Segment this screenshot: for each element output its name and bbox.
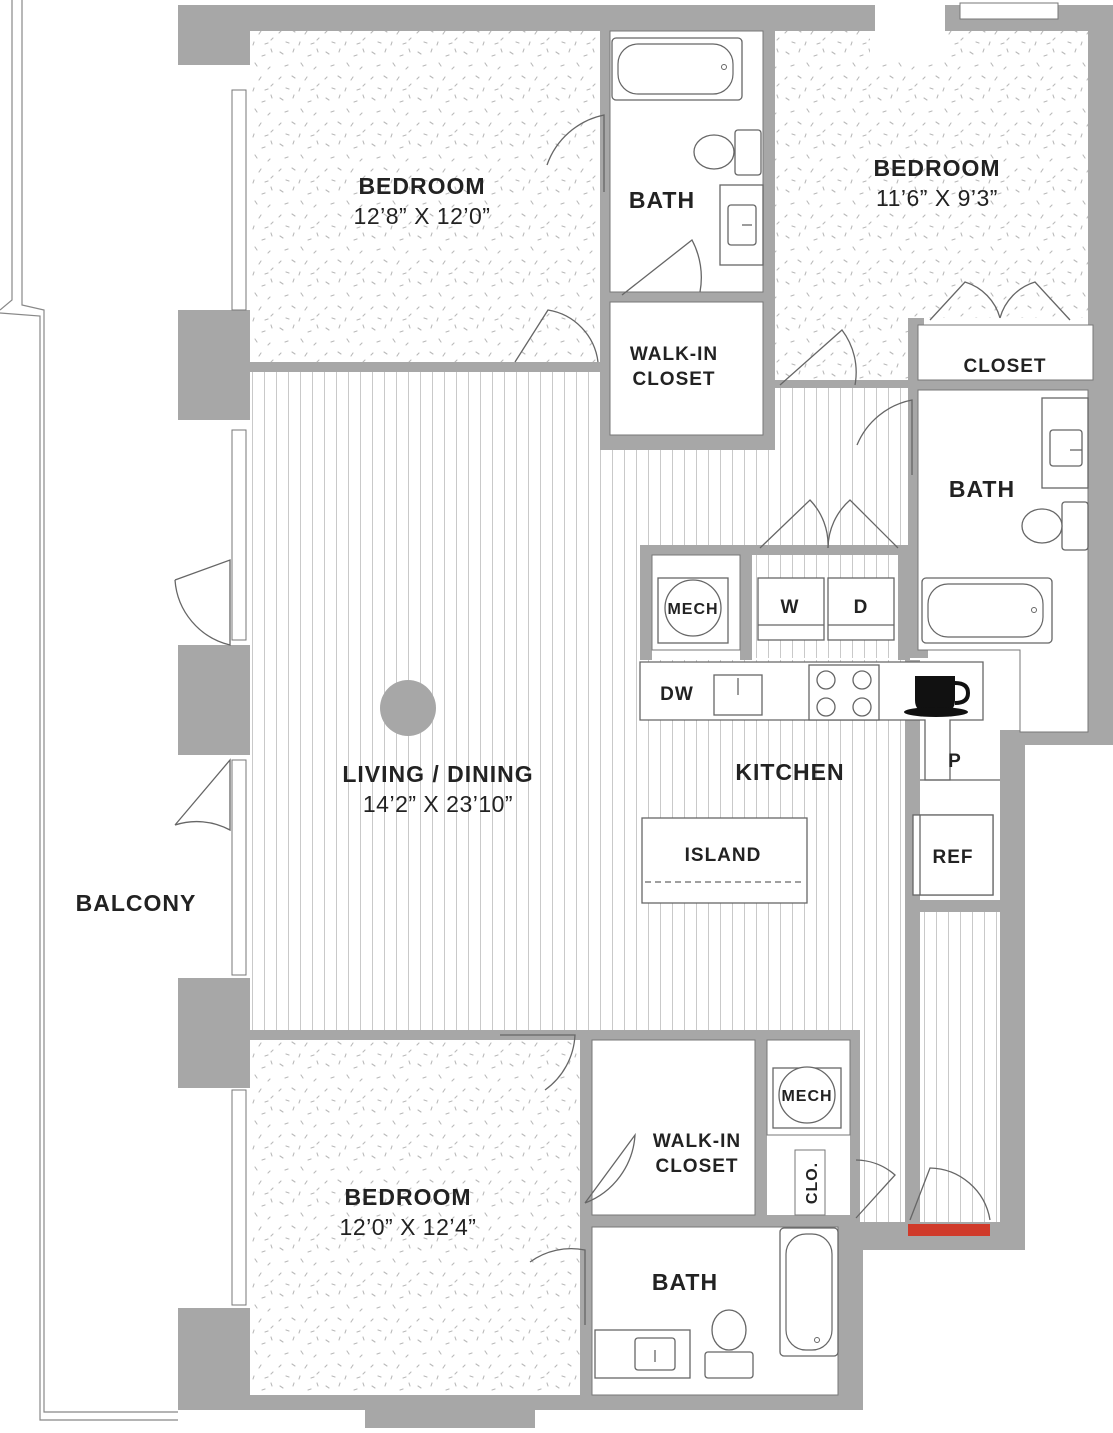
toilet-top — [693, 129, 762, 176]
clo-closet — [794, 1149, 826, 1216]
mech-top-label: MECH — [667, 601, 718, 618]
bath-right-label: BATH — [949, 476, 1015, 502]
bathtub-top — [611, 37, 743, 101]
windows — [231, 2, 1059, 1306]
washer-label: W — [781, 597, 800, 618]
sink-bottom — [594, 1329, 691, 1379]
closet-right-floor — [917, 324, 1094, 381]
bedroom-top-left-floor — [250, 31, 600, 362]
island-label: ISLAND — [685, 845, 762, 866]
bedroom-top-left-dims: 12’8” X 12’0” — [354, 203, 491, 229]
sink-top — [719, 184, 764, 266]
walkin-bottom-label-1: WALK-IN — [653, 1131, 741, 1152]
clo-label: CLO. — [804, 1162, 821, 1204]
closet-right-label: CLOSET — [963, 356, 1046, 377]
bathtub-right — [921, 577, 1053, 644]
entry-marker — [908, 1224, 990, 1236]
washer-dryer — [757, 577, 895, 641]
hall-floor — [920, 912, 1000, 1222]
sink-right — [1041, 397, 1089, 489]
bedroom-bottom-label: BEDROOM — [344, 1184, 471, 1210]
walkin-top-label-1: WALK-IN — [630, 344, 718, 365]
doors — [174, 114, 1071, 1325]
dishwasher-label: DW — [660, 684, 694, 705]
living-dining-floor — [250, 372, 908, 1222]
pantry-label: P — [948, 751, 962, 772]
coffee-cup-icon — [904, 676, 971, 717]
kitchen-label: KITCHEN — [735, 759, 844, 785]
dryer-label: D — [854, 597, 869, 618]
walkin-top-label-2: CLOSET — [632, 369, 715, 390]
toilet-right — [1021, 501, 1089, 551]
mech-bottom-label: MECH — [781, 1088, 832, 1105]
living-dining-dims: 14’2” X 23’10” — [363, 791, 513, 817]
bathtub-bottom — [779, 1227, 839, 1357]
mech-unit-top — [657, 577, 729, 644]
mech-unit-bottom — [772, 1066, 842, 1129]
balcony — [0, 0, 178, 1428]
bedroom-bottom-dims: 12’0” X 12’4” — [340, 1214, 477, 1240]
walkin-bottom-label-2: CLOSET — [655, 1156, 738, 1177]
bedroom-top-right-label: BEDROOM — [873, 155, 1000, 181]
ceiling-light — [380, 680, 436, 736]
kitchen-island — [641, 817, 808, 904]
walkin-top-floor — [609, 301, 764, 436]
walkin-bottom-floor — [591, 1039, 756, 1216]
bedroom-top-right-dims: 11’6” X 9’3” — [876, 185, 998, 211]
walls — [178, 5, 1113, 1428]
refrigerator-label: REF — [933, 847, 974, 868]
bedroom-top-right-floor — [775, 31, 1088, 380]
bedroom-bottom-floor — [250, 1040, 580, 1395]
bedroom-top-left-label: BEDROOM — [358, 173, 485, 199]
bath-bottom-label: BATH — [652, 1269, 718, 1295]
living-dining-label: LIVING / DINING — [342, 761, 533, 787]
refrigerator — [912, 814, 994, 896]
toilet-bottom — [704, 1309, 754, 1379]
bath-top-label: BATH — [629, 187, 695, 213]
kitchen-counter — [639, 661, 1000, 781]
balcony-label: BALCONY — [76, 890, 197, 916]
